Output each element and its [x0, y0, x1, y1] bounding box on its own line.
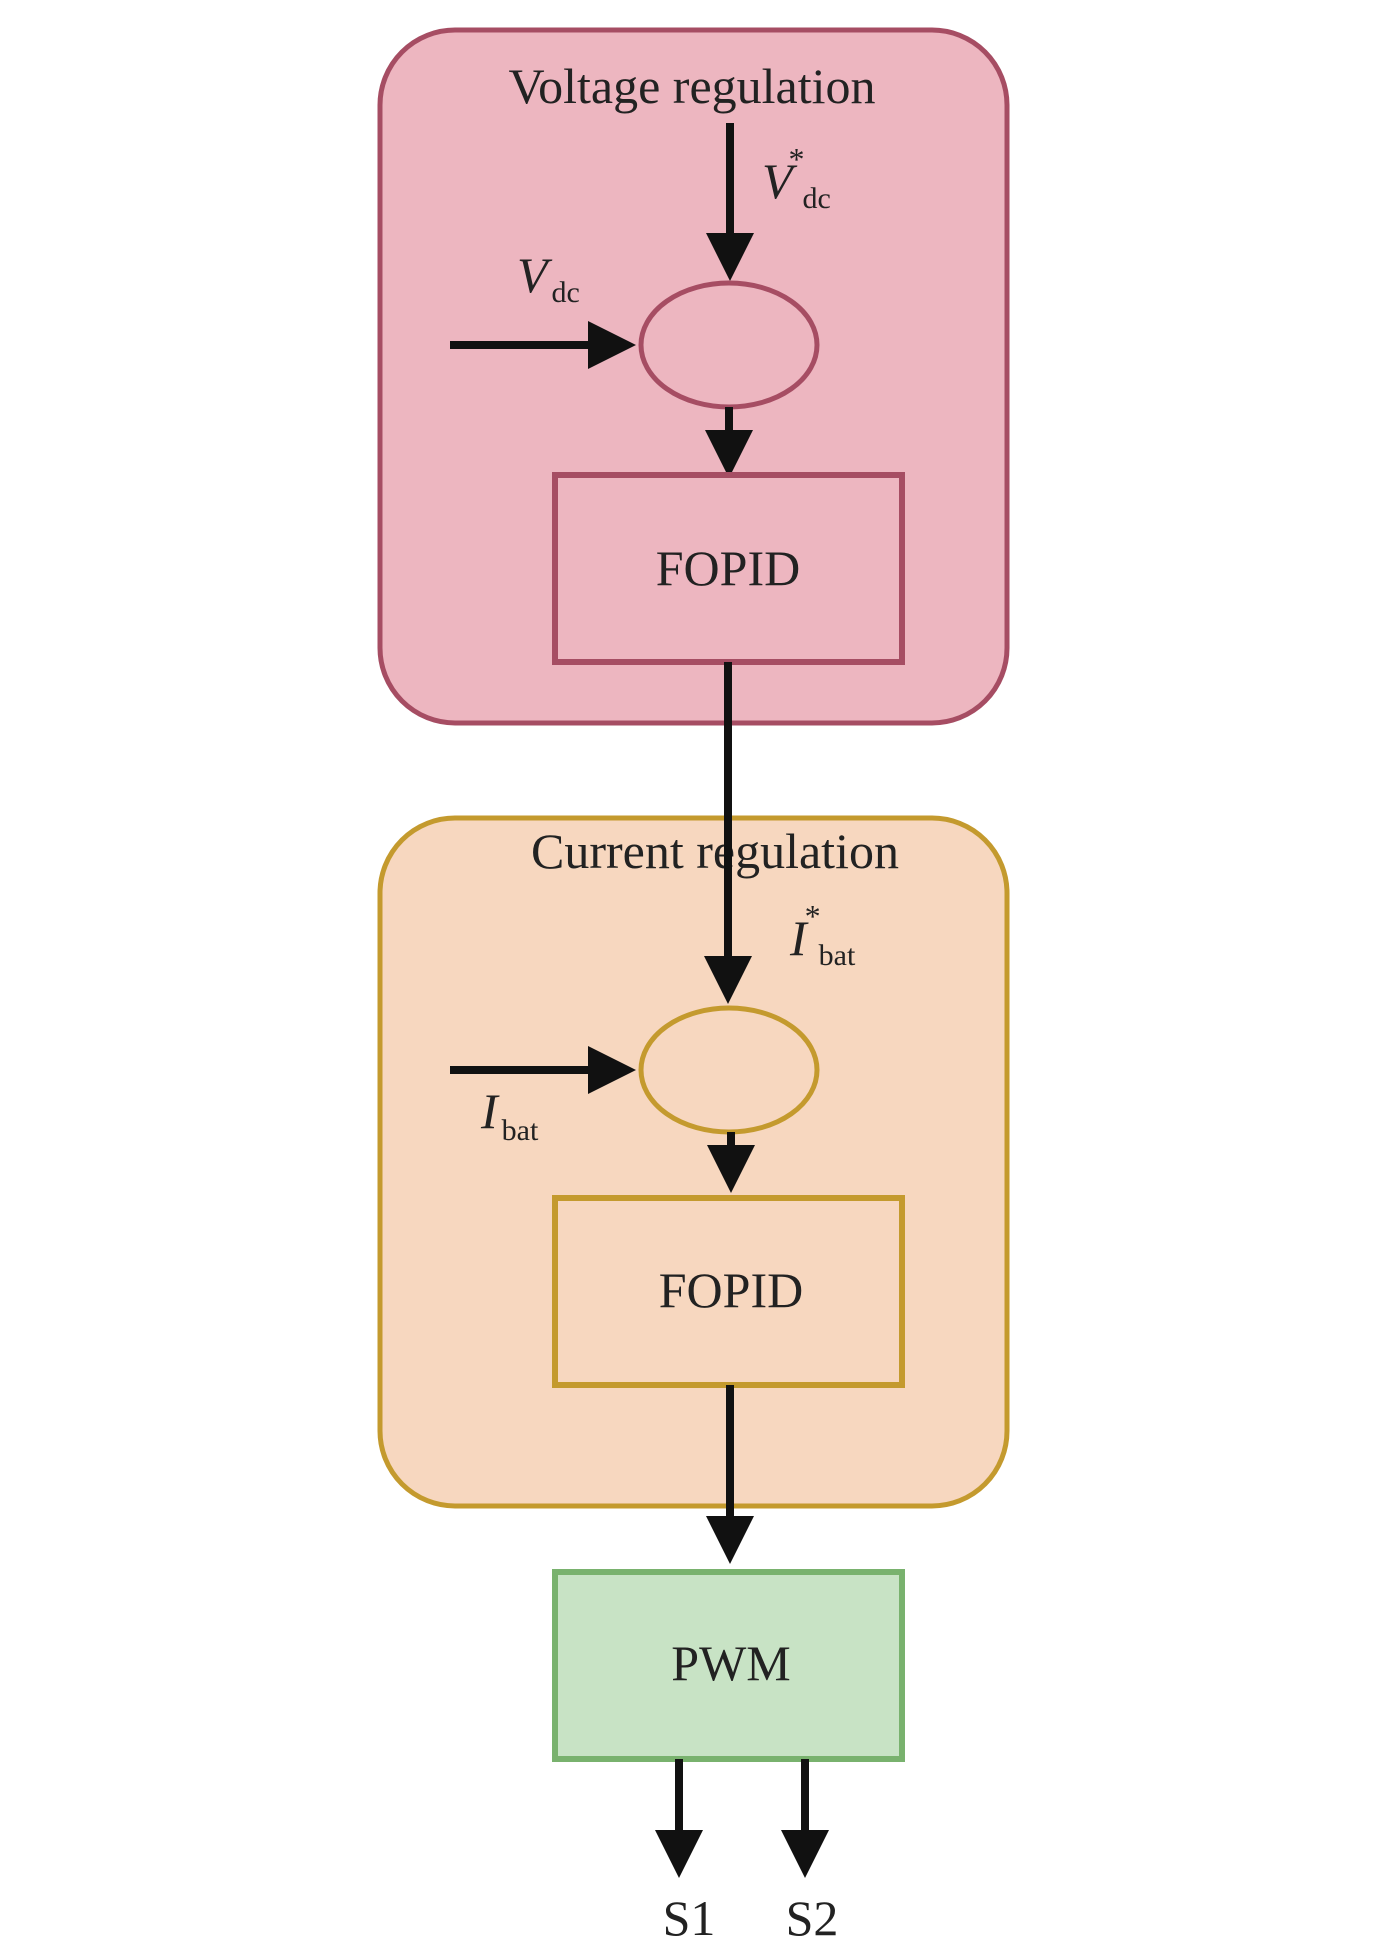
pwm-label: PWM [671, 1635, 790, 1691]
output-s1-label: S1 [663, 1890, 716, 1946]
current-regulation-title: Current regulation [531, 823, 899, 879]
current-reference-label: I* bat [789, 898, 856, 972]
current-reference-symbol: I [789, 910, 809, 966]
current-reference-subscript: bat [819, 939, 856, 972]
voltage-feedback-subscript: dc [552, 276, 580, 309]
voltage-reference-superscript: * [789, 141, 805, 177]
current-reference-superscript: * [805, 898, 821, 934]
voltage-regulation-panel [377, 27, 1010, 726]
current-fopid-label: FOPID [659, 1262, 803, 1318]
current-regulation-panel [377, 815, 1010, 1509]
current-feedback-subscript: bat [502, 1114, 539, 1147]
voltage-regulation-title: Voltage regulation [508, 58, 875, 114]
pwm-block [552, 1569, 905, 1762]
voltage-fopid-label: FOPID [656, 540, 800, 596]
pwm-group: PWM [552, 1569, 905, 1762]
voltage-reference-symbol: V [762, 153, 798, 209]
current-feedback-symbol: I [480, 1083, 500, 1139]
voltage-reference-label: V* dc [762, 141, 831, 215]
voltage-reference-subscript: dc [803, 182, 831, 215]
voltage-feedback-symbol: V [517, 247, 553, 303]
output-s2-label: S2 [786, 1890, 839, 1946]
